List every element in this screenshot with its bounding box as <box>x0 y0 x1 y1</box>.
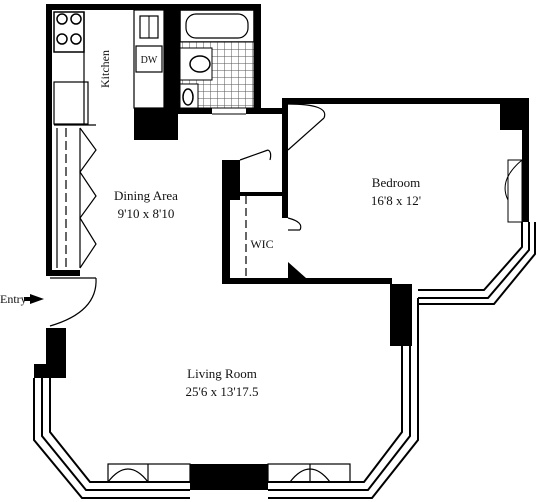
wic-walls <box>222 150 288 284</box>
living-size: 25'6 x 13'17.5 <box>186 384 259 399</box>
toilet <box>179 47 213 81</box>
living-window-left <box>107 463 191 483</box>
kitchen-wall-stub <box>134 4 178 140</box>
bedroom-door <box>287 103 326 151</box>
bathtub <box>179 9 255 43</box>
entry-label: Entry <box>0 292 27 306</box>
wic-door <box>239 149 302 278</box>
living-left-wall <box>33 378 190 499</box>
bathroom-sink <box>179 83 199 109</box>
kitchen-label: Kitchen <box>98 50 112 88</box>
dishwasher-label: DW <box>141 55 158 66</box>
dining-size: 9'10 x 8'10 <box>118 206 175 221</box>
bedroom-name: Bedroom <box>372 175 420 190</box>
dining-closet <box>56 127 97 269</box>
bathroom-walls <box>172 4 286 114</box>
bedroom-window <box>504 159 523 223</box>
bedroom-walls <box>282 98 529 284</box>
living-walls <box>34 284 412 378</box>
living-window-right <box>267 463 351 483</box>
entry-door <box>49 277 97 327</box>
kitchen-counter <box>53 12 96 126</box>
dining-name: Dining Area <box>114 188 178 203</box>
stove <box>53 11 85 53</box>
kitchen-walls <box>46 4 254 276</box>
living-name: Living Room <box>187 366 257 381</box>
bedroom-window-wall <box>418 222 536 305</box>
wic-corner <box>288 262 306 278</box>
entry-arrow-icon <box>24 294 44 304</box>
wic-label: WIC <box>250 237 273 251</box>
bedroom-size: 16'8 x 12' <box>371 193 421 208</box>
dishwasher: DW <box>135 45 163 73</box>
living-bottom-pier <box>190 464 268 490</box>
